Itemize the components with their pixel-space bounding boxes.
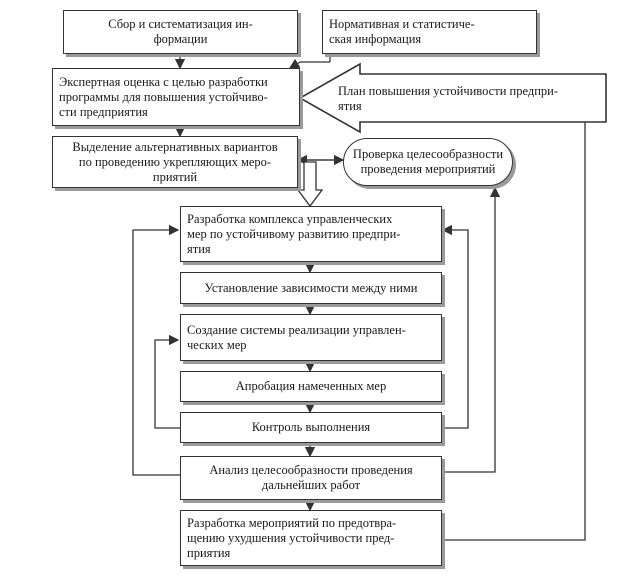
box-control: Контроль выполнения <box>180 412 442 443</box>
plan-arrow <box>298 62 607 134</box>
feedback-analysis-to-complex <box>132 224 180 476</box>
box-prevention: Разработка мероприятий по предотвра- щен… <box>180 510 442 566</box>
box-collect-information: Сбор и систематизация ин- формации <box>63 10 298 54</box>
box-implementation-system: Создание системы реализации управлен- че… <box>180 314 442 361</box>
box-develop-complex: Разработка комплекса управленческих мер … <box>180 206 442 262</box>
box-normative-information: Нормативная и статистиче- ская информаци… <box>322 10 537 54</box>
link-analysis-to-check <box>440 186 501 473</box>
plan-label: План повышения устойчивости предпри- яти… <box>338 84 558 113</box>
box-analysis: Анализ целесообразности проведения дальн… <box>180 456 442 500</box>
link-prevention-to-plan <box>440 110 591 541</box>
hollow-arrow-down <box>296 161 324 208</box>
box-alternatives: Выделение альтернативных вариантов по пр… <box>52 136 298 188</box>
box-check-feasibility: Проверка целесообразности проведения мер… <box>343 138 513 186</box>
feedback-control-to-complex-right <box>440 224 469 429</box>
feedback-control-to-system <box>154 334 180 429</box>
box-dependencies: Установление зависимости между ними <box>180 272 442 304</box>
box-expert-assessment: Экспертная оценка с целью разработки про… <box>52 68 300 126</box>
box-approbation: Апробация намеченных мер <box>180 371 442 402</box>
